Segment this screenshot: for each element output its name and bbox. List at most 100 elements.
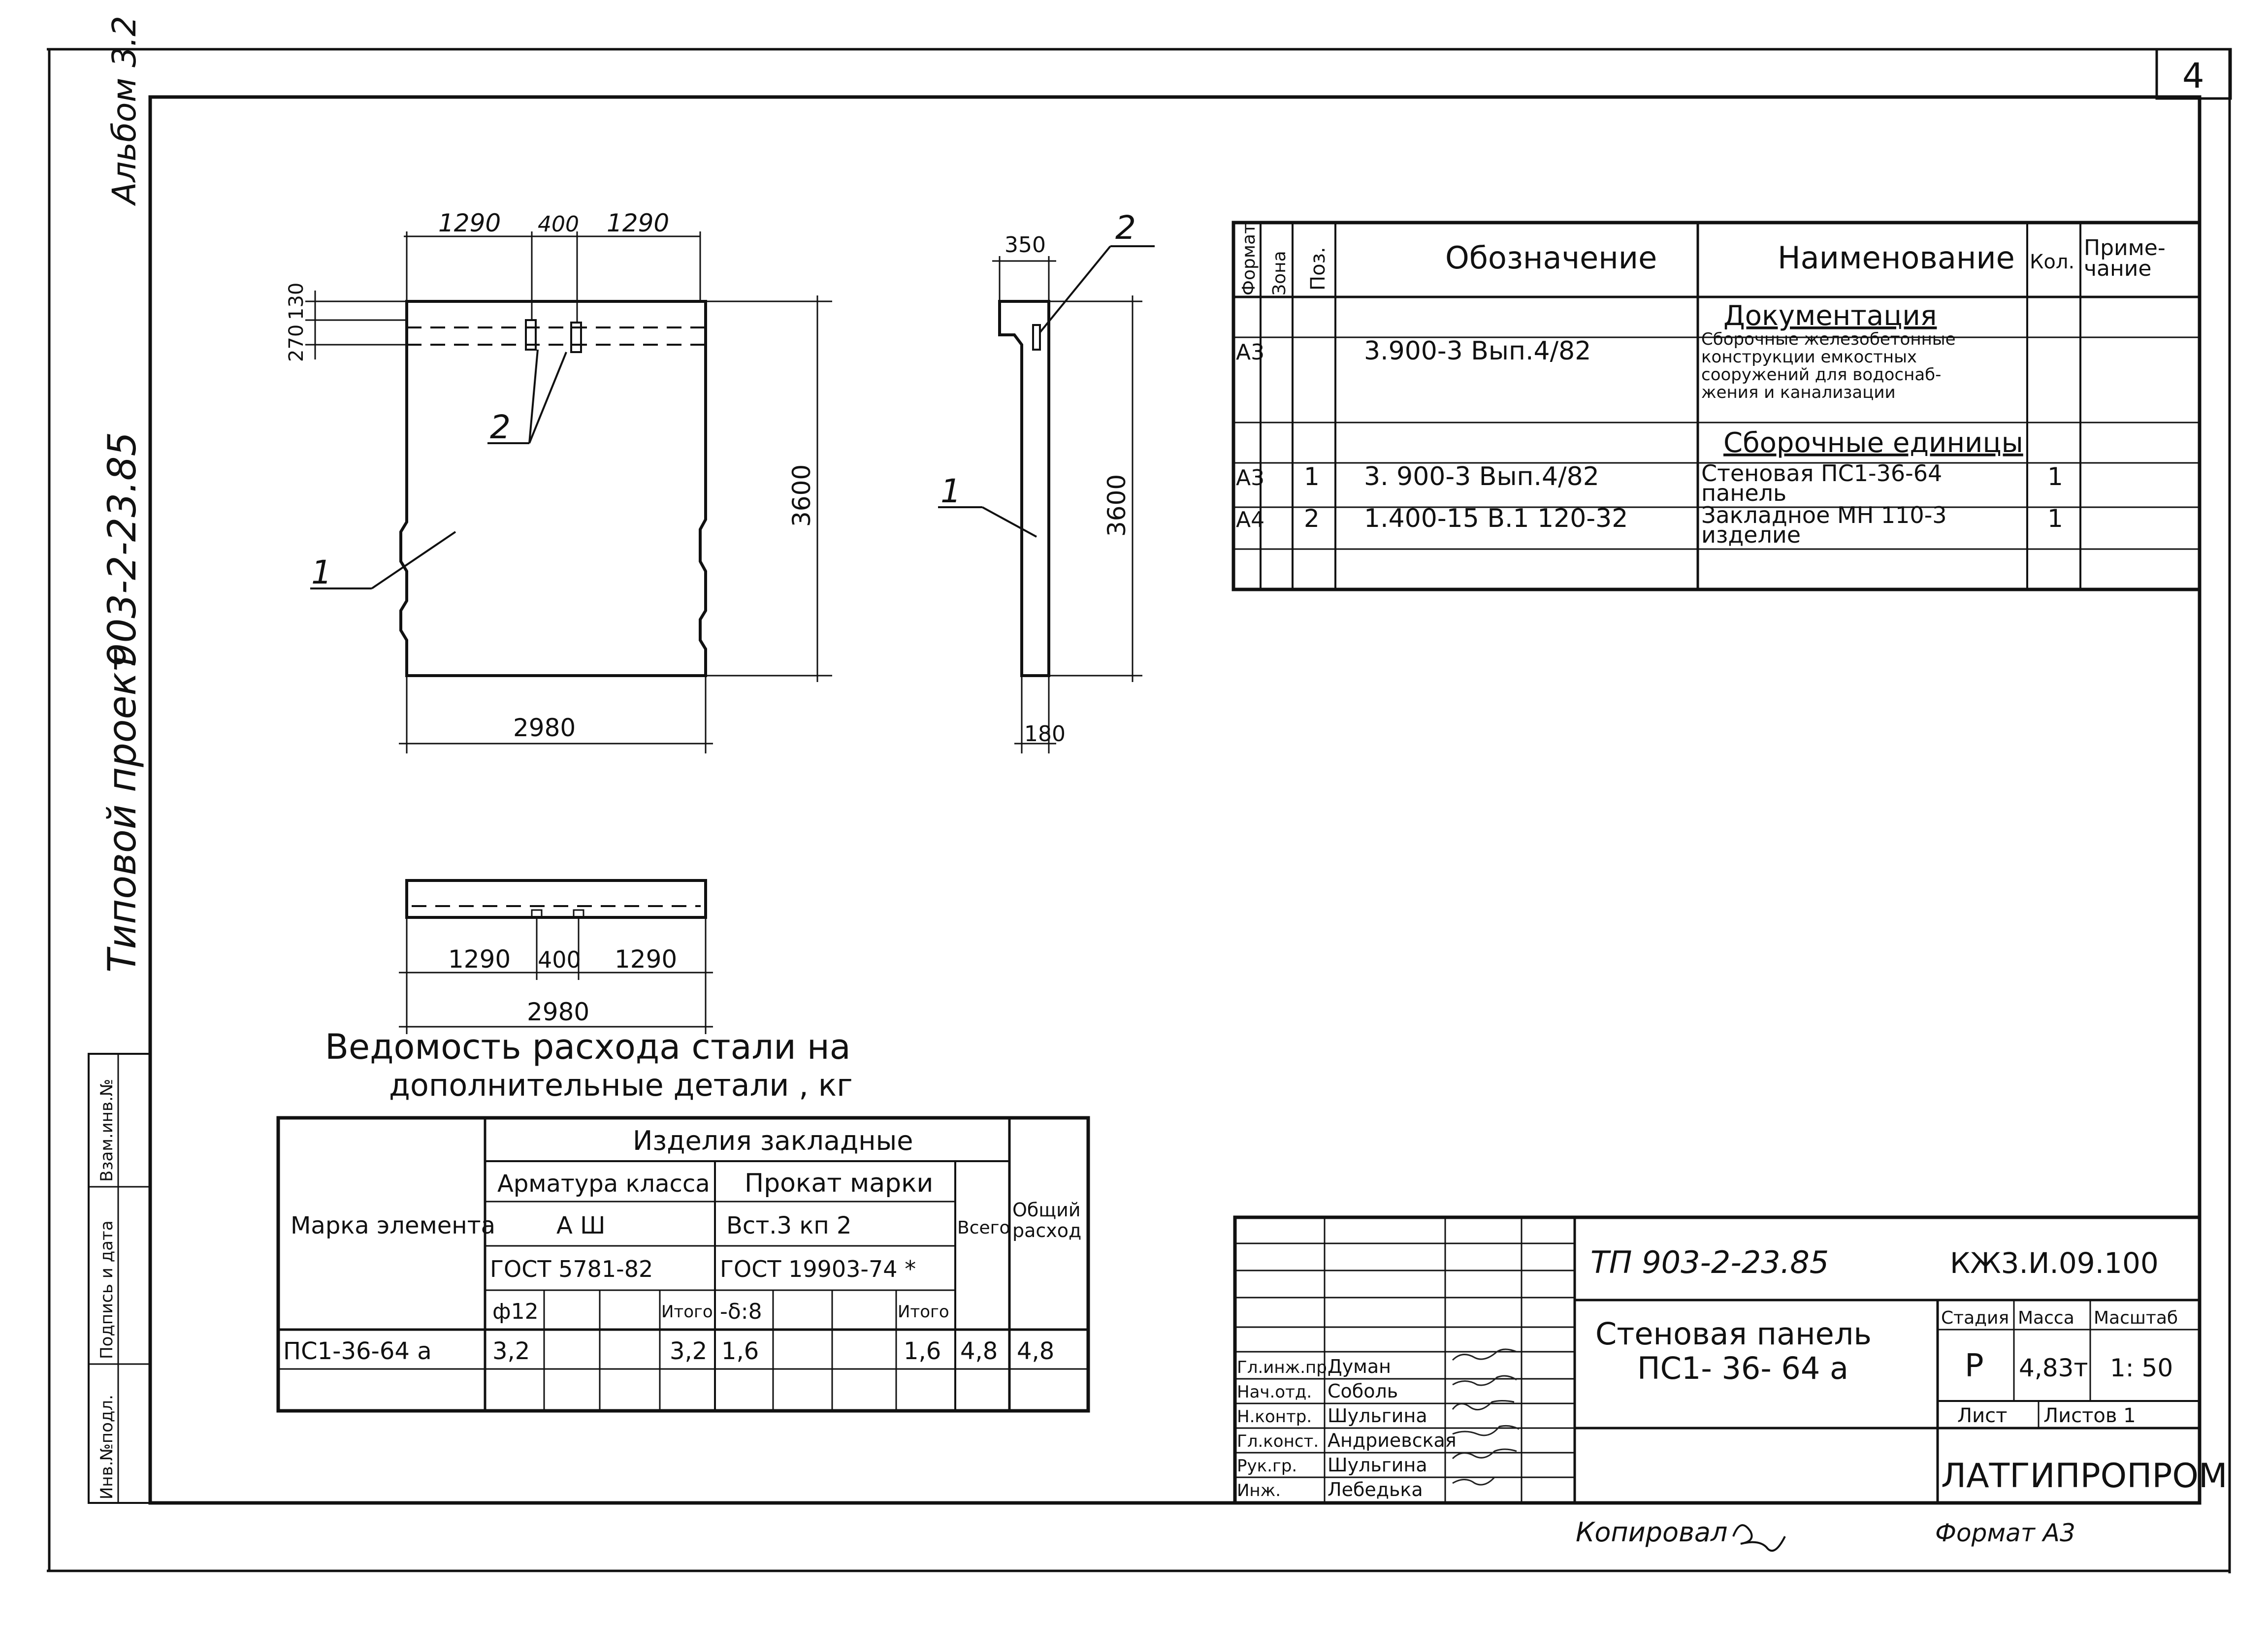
section-callout-1: 1 bbox=[940, 472, 961, 510]
spec-row-pos: 2 bbox=[1304, 504, 1320, 533]
binding-strip: Инв.№подл. Подпись и дата Взам.инв.№ bbox=[88, 1053, 151, 1504]
tb-project: ТП 903-2-23.85 bbox=[1590, 1244, 1829, 1280]
tb-person-name: Шульгина bbox=[1328, 1454, 1427, 1476]
tb-code: КЖ3.И.09.100 bbox=[1950, 1246, 2159, 1280]
panel-elevation: 1290 400 1290 130 270 3600 2980 1 2 bbox=[285, 209, 832, 753]
tb-stage: Р bbox=[1965, 1348, 1984, 1384]
steel-rebar-dia: ф12 bbox=[492, 1299, 539, 1324]
binding-label-sign: Подпись и дата bbox=[97, 1220, 117, 1359]
spec-row-designation: 3. 900-3 Вып.4/82 bbox=[1364, 462, 1599, 491]
plan-dim-right: 1290 bbox=[615, 945, 677, 974]
page-number: 4 bbox=[2182, 56, 2204, 96]
tb-mass-label: Масса bbox=[2018, 1308, 2074, 1328]
steel-table: Ведомость расхода стали на дополнительны… bbox=[276, 1027, 1090, 1413]
tb-role: Рук.гр. bbox=[1237, 1456, 1297, 1476]
steel-rebar-itogo: Итого bbox=[661, 1302, 713, 1322]
tb-org: ЛАТГИПРОПРОМ bbox=[1941, 1457, 2228, 1496]
binding-label-replace: Взам.инв.№ bbox=[97, 1079, 117, 1182]
tb-stage-label: Стадия bbox=[1941, 1308, 2009, 1328]
sheet-borders bbox=[47, 48, 2232, 1573]
steel-rolled-dia: -δ:8 bbox=[720, 1299, 762, 1324]
spec-row-pos: 1 bbox=[1304, 462, 1320, 491]
steel-title-line2: дополнительные детали , кг bbox=[389, 1067, 853, 1103]
spec-header-pos: Поз. bbox=[1307, 247, 1329, 291]
copied-by: Копировал bbox=[1576, 1517, 1728, 1548]
plan-dim-total: 2980 bbox=[527, 998, 589, 1026]
steel-row-rebar-itogo: 3,2 bbox=[670, 1337, 707, 1365]
steel-rolled-gost: ГОСТ 19903-74 * bbox=[720, 1256, 916, 1282]
spec-row-designation: 3.900-3 Вып.4/82 bbox=[1364, 336, 1591, 366]
side-stamp: Типовой проект 903-2-23.85 Альбом 3.2 bbox=[100, 16, 145, 973]
tb-scale-label: Масштаб bbox=[2094, 1308, 2178, 1328]
tb-person-name: Андриевская bbox=[1328, 1430, 1457, 1451]
spec-header-note: Приме- чание bbox=[2084, 235, 2172, 281]
spec-row-name-line: изделие bbox=[1701, 521, 1801, 548]
steel-rebar-class: А Ш bbox=[556, 1212, 605, 1239]
steel-rolled-grade: Вст.3 кп 2 bbox=[726, 1212, 852, 1239]
tb-role: Гл.конст. bbox=[1237, 1432, 1319, 1451]
spec-row: А3 1 3. 900-3 Вып.4/82 1 Стеновая ПС1-36-64п… bbox=[1236, 460, 2063, 506]
elev-dim-width: 2980 bbox=[513, 714, 576, 742]
spec-row-name-line: жения и канализации bbox=[1701, 383, 1896, 402]
side-project-code: 903-2-23.85 bbox=[100, 432, 145, 667]
steel-header-rebar: Арматура класса bbox=[497, 1170, 710, 1198]
steel-rolled-itogo: Итого bbox=[898, 1302, 949, 1322]
tb-sheet-label: Лист bbox=[1957, 1404, 2007, 1427]
steel-header-embedded: Изделия закладные bbox=[633, 1125, 913, 1156]
tb-sheets-label: Листов 1 bbox=[2043, 1404, 2136, 1427]
signatures bbox=[1452, 1348, 1520, 1486]
section-callout-2: 2 bbox=[1115, 209, 1136, 247]
spec-header-format: Формат bbox=[1239, 224, 1259, 295]
side-project-title: Типовой проект bbox=[100, 649, 145, 973]
panel-plan: 1290 400 1290 2980 bbox=[399, 879, 713, 1034]
elev-callout-2: 2 bbox=[490, 408, 511, 446]
steel-header-vsego: Всего bbox=[957, 1218, 1010, 1238]
spec-header-zone: Зона bbox=[1269, 251, 1290, 295]
tb-role: Инж. bbox=[1237, 1481, 1281, 1500]
steel-row-rolled-1: 1,6 bbox=[721, 1337, 759, 1365]
spec-row-name-line: Стеновая ПС1-36-64 bbox=[1701, 460, 1942, 487]
format-label: Формат А3 bbox=[1935, 1519, 2075, 1547]
steel-header-rolled: Прокат марки bbox=[745, 1169, 933, 1198]
spec-section-documentation: Документация bbox=[1723, 300, 1937, 332]
steel-title-line1: Ведомость расхода стали на bbox=[325, 1027, 851, 1067]
tb-person-name: Соболь bbox=[1328, 1380, 1398, 1402]
elev-dim-130: 130 bbox=[285, 283, 308, 320]
elev-dim-right: 1290 bbox=[607, 209, 669, 237]
elev-dim-left: 1290 bbox=[438, 209, 501, 237]
spec-row-name-line: Сборочные железобетонные bbox=[1701, 329, 1956, 349]
spec-header-name: Наименование bbox=[1778, 240, 2015, 276]
elev-callout-1: 1 bbox=[311, 554, 332, 591]
steel-rebar-gost: ГОСТ 5781-82 bbox=[490, 1256, 653, 1282]
spec-row-qty: 1 bbox=[2047, 462, 2063, 491]
spec-row-name-line: Закладное МН 110-3 bbox=[1701, 502, 1947, 528]
section-dim-bottom: 180 bbox=[1024, 721, 1066, 747]
steel-header-element: Марка элемента bbox=[291, 1212, 495, 1239]
spec-table: Формат Зона Поз. Обозначение Наименовани… bbox=[1231, 221, 2202, 591]
steel-row-vsego: 4,8 bbox=[960, 1337, 998, 1365]
panel-section: 350 180 3600 1 2 bbox=[938, 209, 1155, 753]
tb-name: Стеновая панель ПС1- 36- 64 а bbox=[1595, 1316, 1881, 1386]
plan-dim-mid: 400 bbox=[538, 946, 581, 973]
spec-header-qty: Кол. bbox=[2030, 251, 2074, 273]
steel-header-total: Общий расход bbox=[1012, 1199, 1087, 1241]
spec-row-designation: 1.400-15 В.1 120-32 bbox=[1364, 504, 1628, 533]
spec-row-name-line: сооружений для водоснаб- bbox=[1701, 365, 1941, 385]
spec-rows: А3 3.900-3 Вып.4/82 Сборочные железобетонн… bbox=[1236, 329, 2063, 548]
plan-dim-left: 1290 bbox=[448, 945, 511, 974]
tb-person-name: Лебедька bbox=[1328, 1479, 1423, 1500]
steel-row-rebar-1: 3,2 bbox=[492, 1337, 530, 1365]
side-album: Альбом 3.2 bbox=[105, 16, 143, 206]
elev-dim-height: 3600 bbox=[787, 464, 816, 527]
tb-role: Нач.отд. bbox=[1237, 1382, 1312, 1402]
steel-row-mark: ПС1-36-64 а bbox=[283, 1337, 432, 1365]
spec-row-name-line: панель bbox=[1701, 480, 1786, 506]
spec-section-units: Сборочные единицы bbox=[1723, 427, 2023, 459]
steel-row-rolled-itogo: 1,6 bbox=[904, 1337, 941, 1365]
spec-row-format: А3 bbox=[1236, 465, 1264, 490]
spec-row-name-line: конструкции емкостных bbox=[1701, 347, 1917, 367]
elev-dim-270: 270 bbox=[285, 325, 308, 362]
